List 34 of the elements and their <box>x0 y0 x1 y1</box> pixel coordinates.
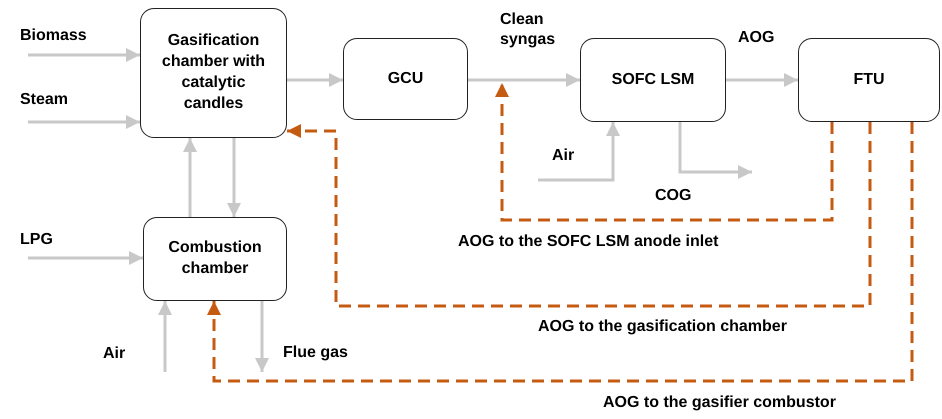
process-box <box>798 38 940 122</box>
box-label: GCU <box>386 68 424 89</box>
arrow <box>183 138 197 217</box>
box-label: SOFC LSM <box>610 70 696 90</box>
process-box <box>343 38 468 120</box>
stream-label: Biomass <box>20 26 87 46</box>
arrow <box>726 73 798 87</box>
dashed-arrow <box>207 122 914 382</box>
process-box <box>140 8 287 138</box>
arrow <box>468 73 580 87</box>
process-box <box>580 38 726 122</box>
stream-label: LPG <box>20 230 53 250</box>
arrow <box>28 251 143 265</box>
stream-label: Air <box>552 146 574 166</box>
stream-label: COG <box>655 186 692 206</box>
dashed-arrow <box>495 83 834 222</box>
arrow <box>227 138 241 217</box>
stream-label: Steam <box>20 90 68 110</box>
arrow <box>28 115 140 129</box>
arrow <box>158 301 172 372</box>
arrow <box>255 301 269 372</box>
box-label: Gasification chamber with catalytic candles <box>160 31 266 114</box>
stream-label: Flue gas <box>283 343 348 362</box>
edge-label: AOG to the gasification chamber <box>538 317 787 337</box>
box-label: FTU <box>852 70 886 90</box>
process-box <box>143 217 287 301</box>
arrow <box>287 73 343 87</box>
box-label: Combustion chamber <box>167 238 263 279</box>
dashed-arrow <box>287 122 872 308</box>
stream-label: Air <box>103 344 126 364</box>
arrow <box>538 122 620 182</box>
edge-label: AOG to the gasifier combustor <box>603 393 836 413</box>
arrow <box>28 48 140 62</box>
arrow <box>678 122 752 179</box>
